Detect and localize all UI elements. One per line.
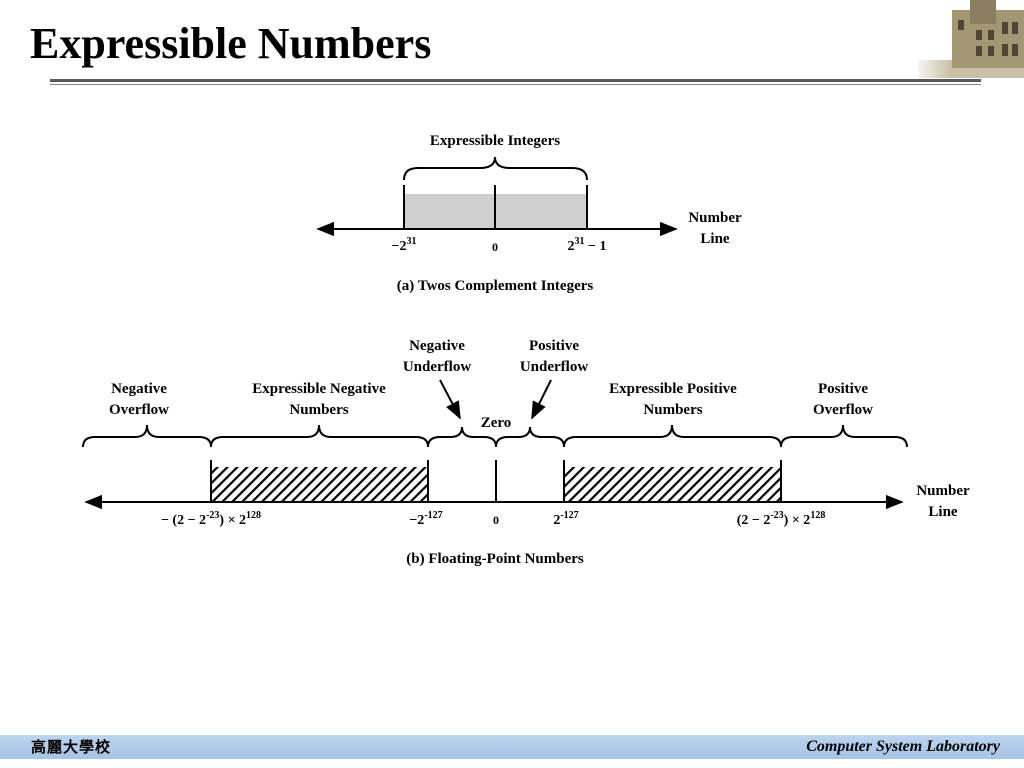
footer-bar: 高麗大學校 Computer System Laboratory bbox=[0, 735, 1024, 759]
number-line-diagram: Expressible Integers −231 0 231 − 1 Numb… bbox=[82, 133, 970, 567]
zero-label: Zero bbox=[481, 415, 512, 431]
expressible-positive-brace bbox=[563, 424, 782, 448]
tick-label-zero-int: 0 bbox=[492, 240, 498, 254]
expressible-integers-brace bbox=[403, 156, 588, 181]
positive-overflow-brace bbox=[780, 424, 908, 448]
tick-label-zero-float: 0 bbox=[493, 513, 499, 527]
tick-label-max-int: 231 − 1 bbox=[568, 236, 607, 254]
tick-label-pos-max: (2 − 2-23) × 2128 bbox=[737, 510, 826, 528]
caption-b: (b) Floating-Point Numbers bbox=[406, 551, 584, 567]
tick-label-neg-max: − (2 − 2-23) × 2128 bbox=[161, 510, 261, 528]
negative-overflow-brace bbox=[82, 424, 212, 448]
expressible-negative-brace bbox=[210, 424, 429, 448]
expressible-negative-range bbox=[211, 467, 428, 501]
slide-title: Expressible Numbers bbox=[30, 19, 432, 68]
footer-university-name: 高麗大學校 bbox=[31, 738, 112, 756]
tick-label-pos-min: 2-127 bbox=[553, 510, 578, 528]
tick-label-min-int: −231 bbox=[392, 236, 417, 254]
negative-underflow-arrow bbox=[439, 379, 461, 420]
expressible-integers-label: Expressible Integers bbox=[430, 133, 560, 149]
positive-underflow-arrow bbox=[531, 379, 552, 420]
footer-lab-name: Computer System Laboratory bbox=[806, 738, 1000, 755]
expressible-positive-range bbox=[564, 467, 781, 501]
title-rule-thin bbox=[50, 84, 981, 85]
tick-label-neg-min: −2-127 bbox=[409, 510, 442, 528]
caption-a: (a) Twos Complement Integers bbox=[397, 278, 594, 294]
negative-underflow-brace bbox=[427, 426, 497, 448]
university-building-logo bbox=[912, 0, 1024, 78]
positive-underflow-brace bbox=[495, 426, 565, 448]
title-rule bbox=[50, 79, 981, 82]
